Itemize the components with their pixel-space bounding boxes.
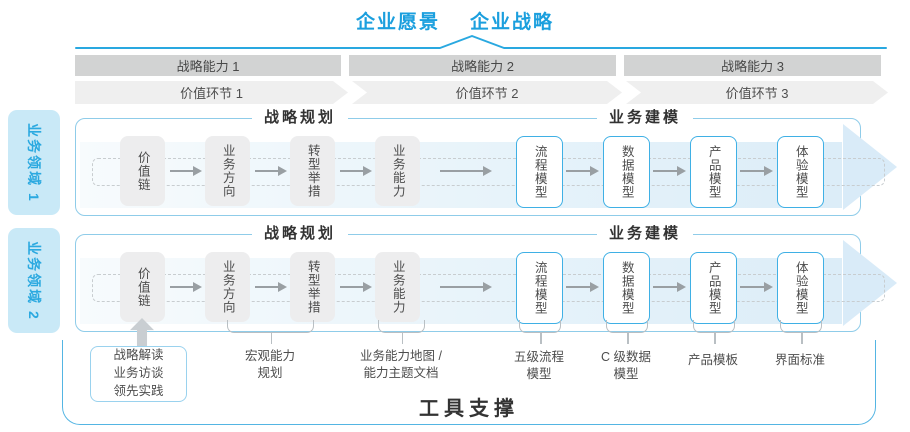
box-transformation-initiative: 转型举措 bbox=[290, 252, 335, 322]
box-product-model: 产品模型 bbox=[690, 252, 737, 324]
box-value-chain: 价值链 bbox=[120, 252, 165, 322]
flow-arrow-icon bbox=[566, 282, 599, 292]
model-section-header: 业务建模 bbox=[596, 107, 694, 129]
flow-arrow-icon bbox=[255, 282, 287, 292]
flow-arrow-icon bbox=[440, 282, 492, 292]
box-label: 体验模型 bbox=[793, 145, 808, 199]
brace-capability-map-icon bbox=[378, 320, 425, 344]
box-label: 产品模型 bbox=[706, 261, 721, 315]
box-experience-model: 体验模型 bbox=[777, 252, 824, 324]
box-label: 流程模型 bbox=[532, 261, 547, 315]
box-experience-model: 体验模型 bbox=[777, 136, 824, 208]
box-business-capability: 业务能力 bbox=[375, 252, 420, 322]
box-process-model: 流程模型 bbox=[516, 136, 563, 208]
note-ui-standard: 界面标准 bbox=[774, 353, 826, 367]
vision-title: 企业愿景 bbox=[355, 12, 440, 33]
capability-bar-1: 战略能力 1 bbox=[75, 55, 341, 76]
flow-arrow-icon bbox=[653, 282, 686, 292]
box-business-direction: 业务方向 bbox=[205, 136, 250, 206]
box-label: 体验模型 bbox=[793, 261, 808, 315]
dashed-track bbox=[92, 274, 885, 302]
box-value-chain: 价值链 bbox=[120, 136, 165, 206]
value-link-chevron-3: 价值环节 3 bbox=[626, 81, 888, 104]
box-label: 业务能力 bbox=[390, 144, 405, 198]
flow-arrow-icon bbox=[170, 166, 202, 176]
flow-arrow-icon bbox=[740, 282, 773, 292]
box-label: 产品模型 bbox=[706, 145, 721, 199]
domain-label-1-text: 业务领域 1 bbox=[26, 122, 42, 203]
flow-arrow-icon bbox=[170, 282, 202, 292]
brace-data-model-icon bbox=[606, 320, 648, 344]
box-business-direction: 业务方向 bbox=[205, 252, 250, 322]
note-macro-capability: 宏观能力 规划 bbox=[244, 349, 296, 380]
domain-label-2: 业务领域 2 bbox=[8, 228, 60, 333]
flow-arrow-icon bbox=[340, 282, 372, 292]
box-label: 业务方向 bbox=[220, 260, 235, 314]
domain-row-2: 战略规划 业务建模 价值链 业务方向 转型举措 业务能力 流程模型 数据模型 产… bbox=[75, 223, 897, 332]
flow-arrow-icon bbox=[255, 166, 287, 176]
model-section-header: 业务建模 bbox=[596, 223, 694, 245]
domain-label-2-text: 业务领域 2 bbox=[26, 240, 42, 321]
box-process-model: 流程模型 bbox=[516, 252, 563, 324]
flow-arrow-icon bbox=[653, 166, 686, 176]
page-title: 企业愿景 企业战略 bbox=[0, 7, 910, 34]
box-transformation-initiative: 转型举措 bbox=[290, 136, 335, 206]
note-data-model: C 级数据 模型 bbox=[600, 350, 652, 381]
domain-label-1: 业务领域 1 bbox=[8, 110, 60, 215]
brace-process-model-icon bbox=[519, 320, 561, 344]
brace-macro-capability-icon bbox=[227, 320, 314, 344]
plan-section-header: 战略规划 bbox=[251, 107, 349, 129]
box-label: 业务方向 bbox=[220, 144, 235, 198]
flow-arrow-icon bbox=[440, 166, 492, 176]
dashed-track bbox=[92, 158, 885, 186]
box-data-model: 数据模型 bbox=[603, 252, 650, 324]
box-label: 流程模型 bbox=[532, 145, 547, 199]
box-label: 价值链 bbox=[135, 266, 150, 308]
note-process-model: 五级流程 模型 bbox=[513, 350, 565, 381]
tool-support-title: 工具支撑 bbox=[419, 398, 519, 420]
capability-bar-3: 战略能力 3 bbox=[624, 55, 881, 76]
domain-row-1: 战略规划 业务建模 价值链 业务方向 转型举措 业务能力 流程模型 数据模型 产… bbox=[75, 107, 897, 216]
vision-bracket-line-icon bbox=[75, 35, 887, 49]
note-product-template: 产品模板 bbox=[687, 353, 739, 367]
box-label: 转型举措 bbox=[305, 144, 320, 198]
flow-arrow-icon bbox=[566, 166, 599, 176]
note-capability-map: 业务能力地图 / 能力主题文档 bbox=[360, 349, 442, 380]
value-link-chevron-1: 价值环节 1 bbox=[75, 81, 348, 104]
box-label: 数据模型 bbox=[619, 261, 634, 315]
brace-ui-standard-icon bbox=[780, 320, 822, 344]
box-label: 转型举措 bbox=[305, 260, 320, 314]
flow-arrow-icon bbox=[340, 166, 372, 176]
brace-product-template-icon bbox=[693, 320, 735, 344]
plan-section-header: 战略规划 bbox=[251, 223, 349, 245]
capability-bar-2: 战略能力 2 bbox=[349, 55, 616, 76]
tool-support-frame bbox=[62, 340, 876, 425]
box-label: 数据模型 bbox=[619, 145, 634, 199]
box-label: 价值链 bbox=[135, 150, 150, 192]
value-link-chevron-2: 价值环节 2 bbox=[352, 81, 622, 104]
box-data-model: 数据模型 bbox=[603, 136, 650, 208]
strategy-title: 企业战略 bbox=[470, 12, 555, 33]
box-product-model: 产品模型 bbox=[690, 136, 737, 208]
box-label: 业务能力 bbox=[390, 260, 405, 314]
flow-arrow-icon bbox=[740, 166, 773, 176]
box-business-capability: 业务能力 bbox=[375, 136, 420, 206]
strategy-insight-box: 战略解读 业务访谈 领先实践 bbox=[90, 346, 187, 402]
